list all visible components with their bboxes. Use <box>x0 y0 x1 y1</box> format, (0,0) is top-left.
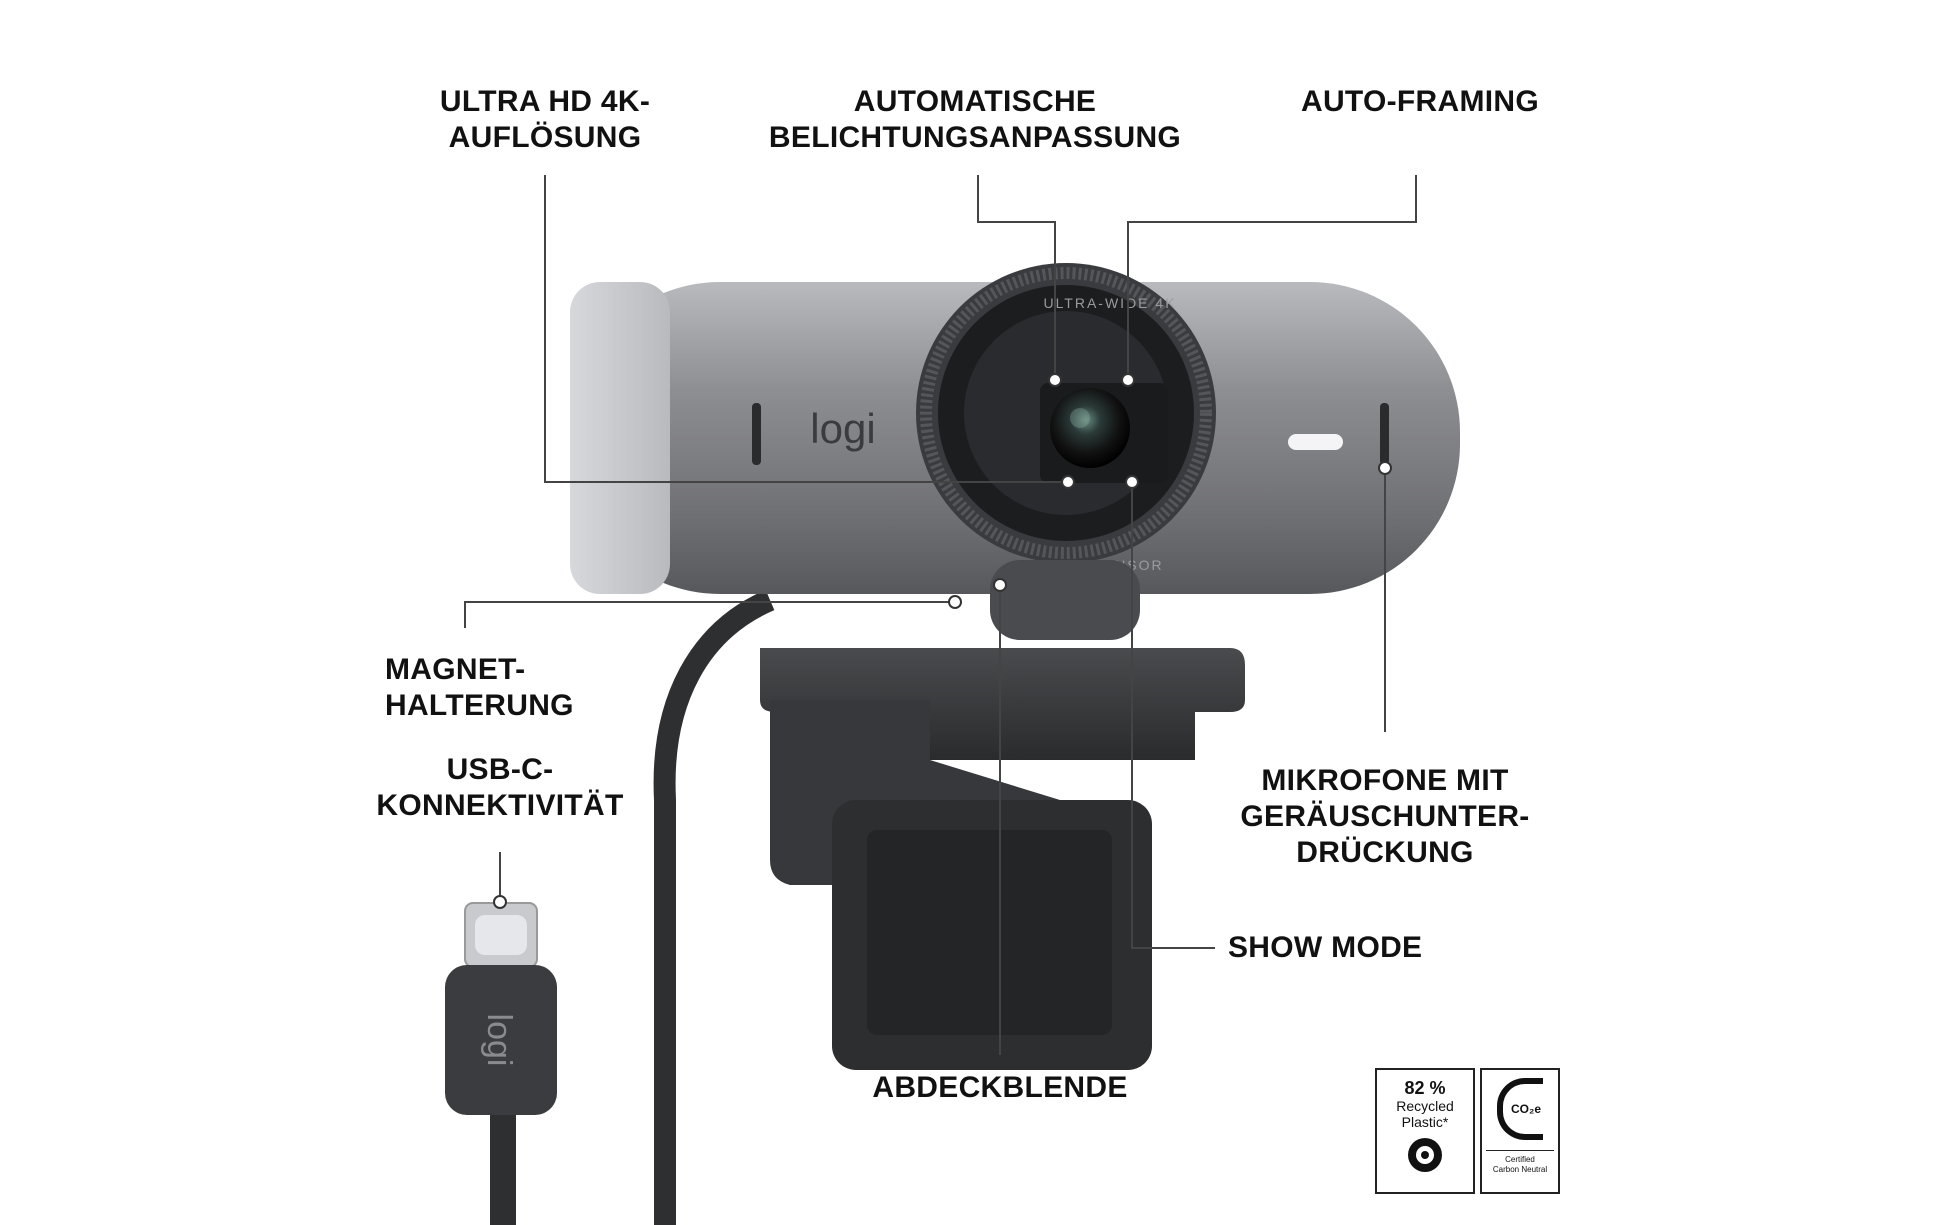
usb-c-metal-inner <box>475 915 527 955</box>
carbon-neutral-badge: CO₂e Certified Carbon Neutral <box>1480 1068 1560 1194</box>
camera-end-cap <box>570 282 670 594</box>
recycle-icon <box>1408 1138 1442 1172</box>
recycled-plastic-badge: 82 % Recycled Plastic* <box>1375 1068 1475 1194</box>
clip-foot-pad <box>867 830 1112 1035</box>
clip-top <box>760 648 1245 760</box>
mic-slot-right <box>1380 403 1389 465</box>
callout-microphones: MIKROFONE MIT GERÄUSCHUNTER- DRÜCKUNG <box>1240 764 1530 869</box>
callout-show-mode: SHOW MODE <box>1228 931 1423 964</box>
callout-privacy-cover: ABDECKBLENDE <box>872 1071 1128 1104</box>
usb-cable <box>653 589 775 1225</box>
body-logo: logi <box>810 405 875 452</box>
callout-magnet-mount: MAGNET- HALTERUNG <box>385 653 574 722</box>
mic-slot-left <box>752 403 761 465</box>
leader-lines <box>464 175 1417 1055</box>
leader-dots <box>493 373 1392 909</box>
lens-highlight <box>1070 408 1090 428</box>
carbon-icon: CO₂e <box>1497 1078 1543 1140</box>
carbon-line1: Certified <box>1505 1155 1535 1164</box>
callout-auto-exposure: AUTOMATISCHE BELICHTUNGSANPASSUNG <box>768 85 1182 154</box>
carbon-line2: Carbon Neutral <box>1492 1165 1548 1174</box>
lens-ring-top-text: ULTRA-WIDE 4K <box>1043 295 1176 311</box>
carbon-symbol: CO₂e <box>1511 1102 1542 1116</box>
callout-ultra-hd: ULTRA HD 4K- AUFLÖSUNG <box>439 85 651 154</box>
recycled-line1: Recycled <box>1396 1098 1454 1114</box>
lens-glass <box>1050 388 1130 468</box>
lens-knurled-ring <box>920 267 1212 559</box>
recycled-percent: 82 % <box>1404 1078 1446 1098</box>
callout-auto-framing: AUTO-FRAMING <box>1300 85 1540 118</box>
recycled-line2: Plastic* <box>1401 1114 1449 1130</box>
callout-usb-c: USB-C- KONNEKTIVITÄT <box>376 753 624 822</box>
hinge <box>990 560 1140 640</box>
status-light <box>1288 434 1343 450</box>
usb-cable-lower <box>490 1110 516 1225</box>
usb-c-housing <box>445 965 557 1115</box>
usb-logo: logi <box>480 1014 518 1067</box>
